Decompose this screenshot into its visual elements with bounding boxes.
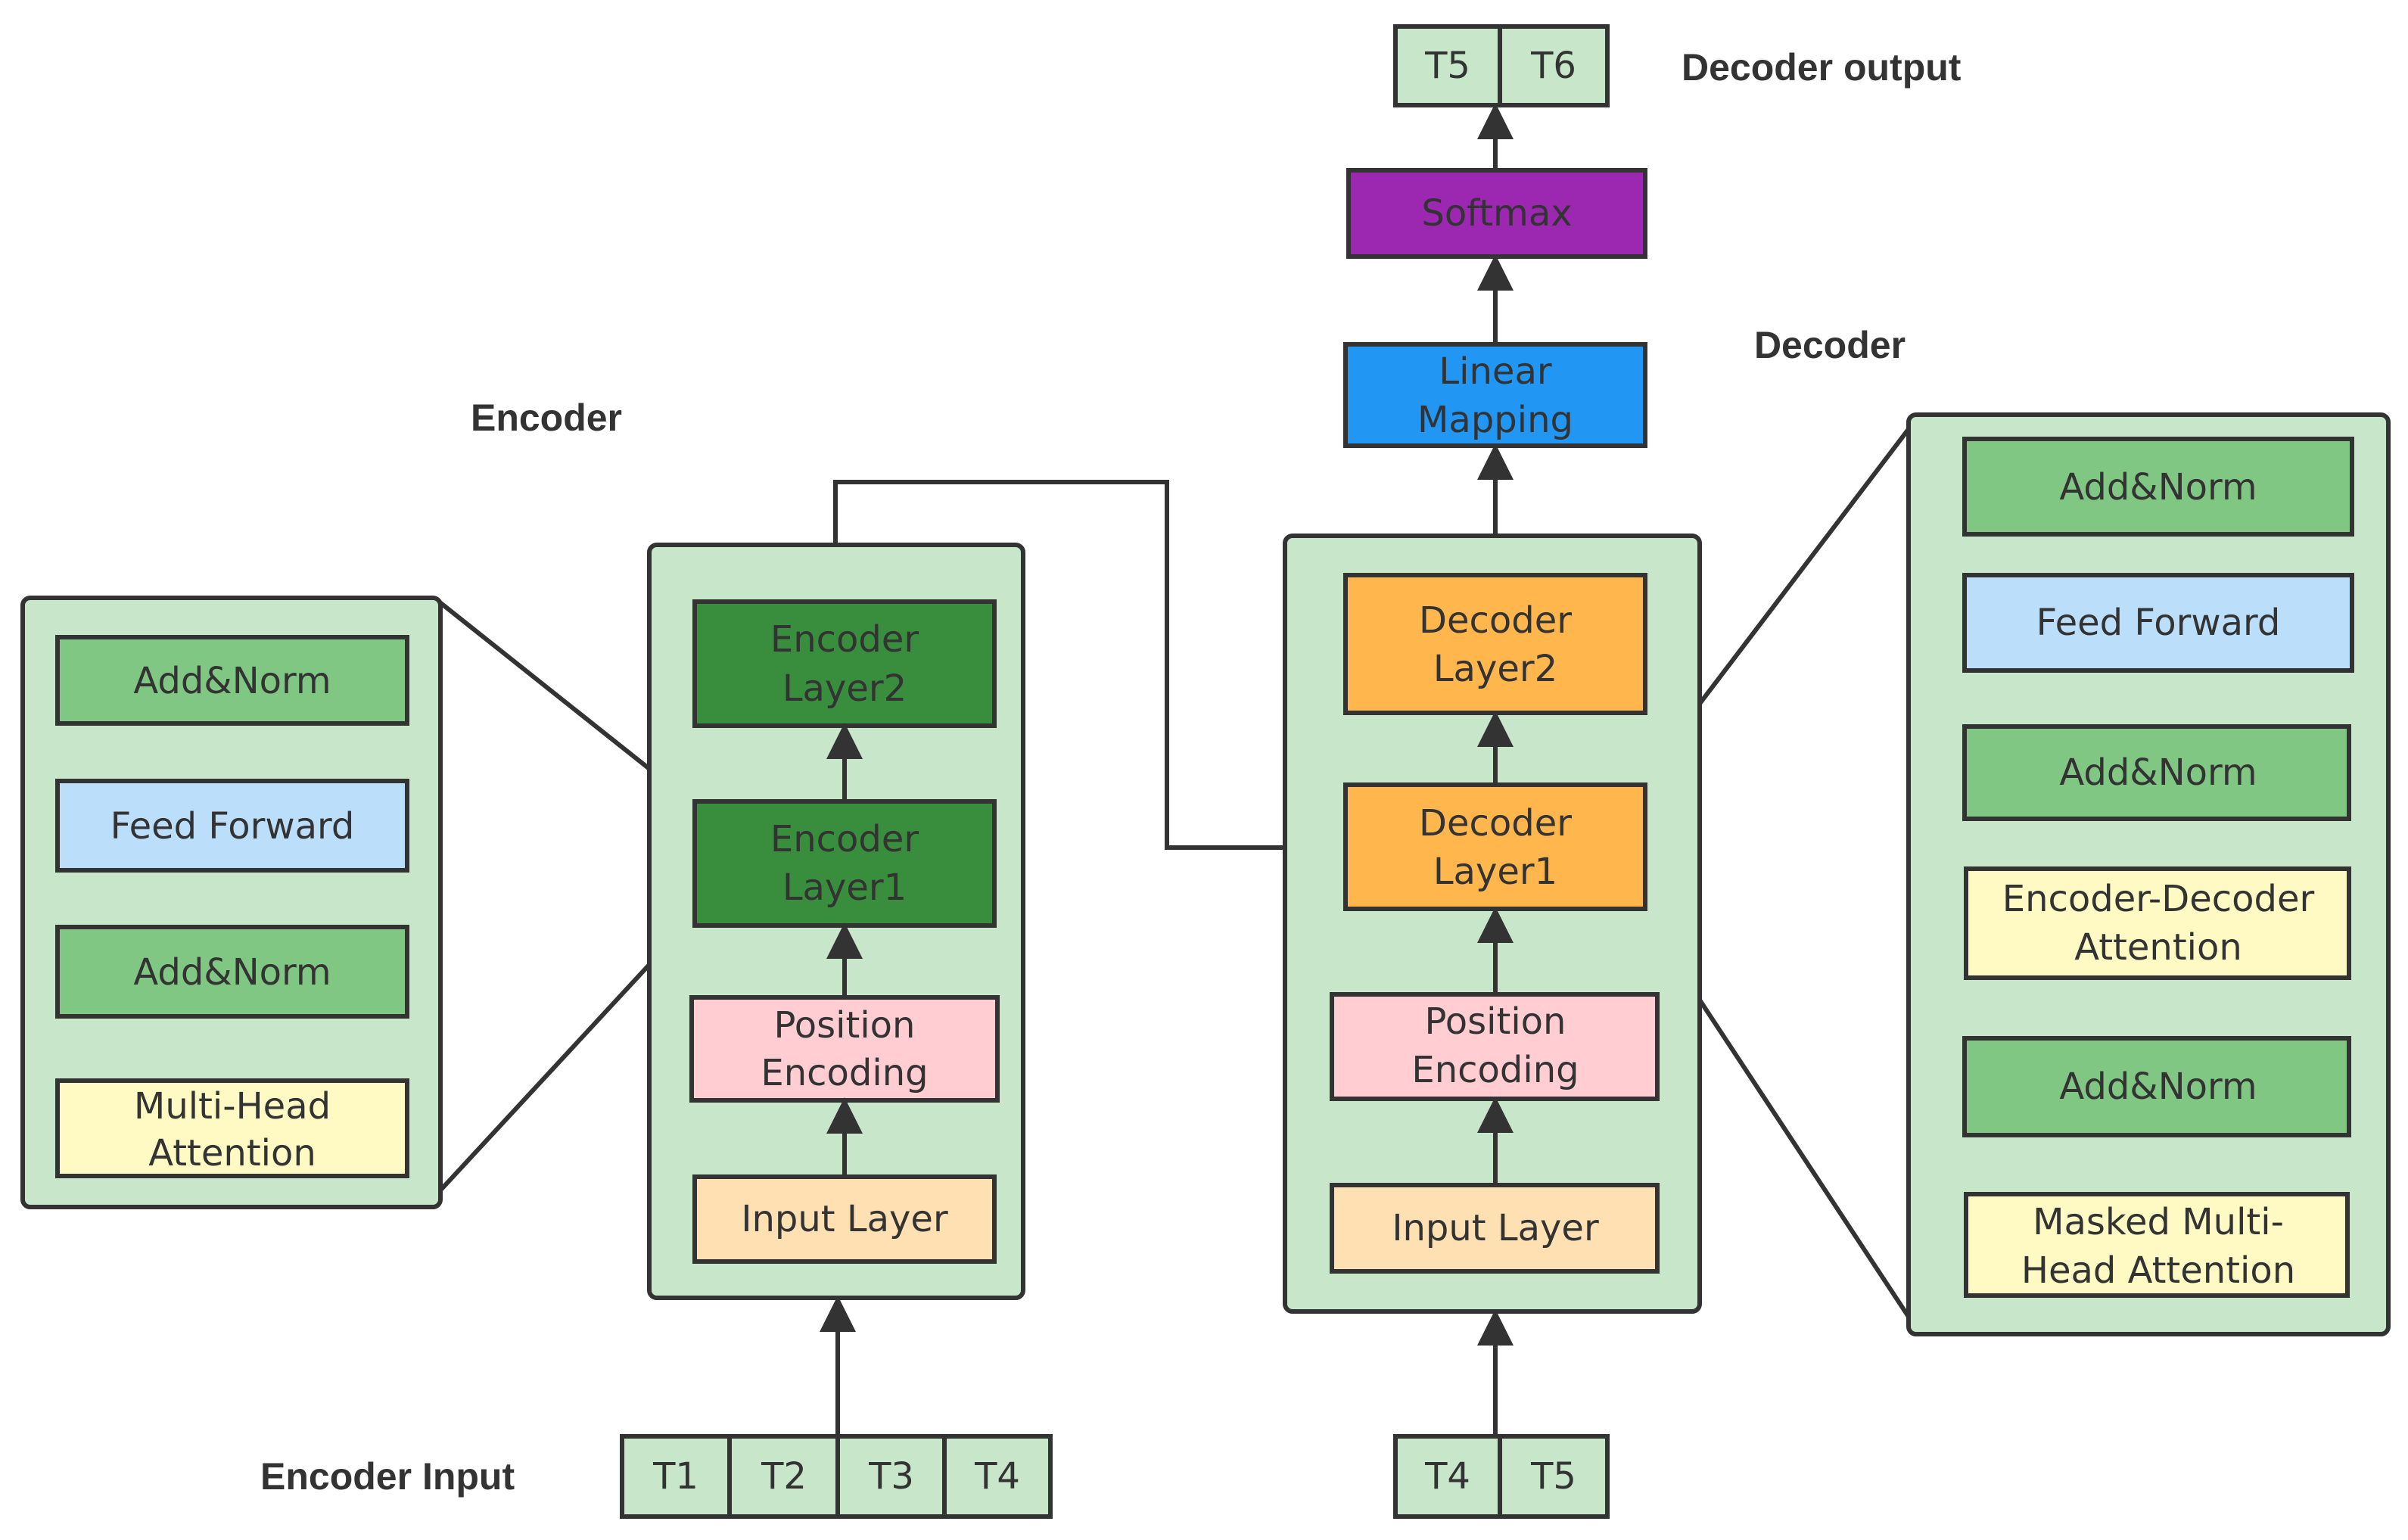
decoder-add-norm-2-label: Add&Norm [2059,751,2257,794]
encoder-input-layer [692,1174,997,1264]
encoder-multi-head-attention-line1: Multi-Head [134,1085,331,1128]
decoder-add-norm-3 [1962,1036,2351,1137]
arrow-encoder-to-decoder [833,480,1350,866]
encoder-input-tokens: T1 T2 T3 T4 [620,1434,1053,1519]
decoder-detail-panel: Add&Norm Feed Forward Add&Norm Encoder-D… [1906,412,2391,1336]
encoder-feed-forward-label: Feed Forward [110,805,355,848]
encoder-layer1-line1: Encoder [770,818,919,860]
decoder-output-label: Decoder output [1682,46,1962,89]
decoder-masked-attention-line2: Head Attention [2021,1249,2295,1292]
softmax [1346,168,1647,259]
encoder-input-label: Encoder Input [260,1455,515,1498]
decoder-output-tokens: T5 T6 [1393,24,1610,107]
decoder-layer1-line1: Decoder [1419,802,1572,845]
encoder-feed-forward [55,779,409,873]
encoder-detail-panel: Add&Norm Feed Forward Add&Norm Multi-Hea… [20,596,443,1209]
encoder-input-layer-label: Input Layer [741,1198,948,1240]
encoder-multi-head-attention [55,1078,409,1178]
encoder-token-t2: T2 [761,1455,807,1498]
encoder-token-t4: T4 [974,1455,1020,1498]
encoder-position-encoding [689,995,1000,1103]
linear-mapping-line2: Mapping [1417,399,1573,441]
decoder-position-encoding-line2: Encoding [1411,1049,1579,1091]
encoder-layer1-line2: Layer1 [782,866,907,909]
decoder-stack: Decoder Layer2 Decoder Layer1 Position E… [1283,534,1702,1314]
encoder-multi-head-attention-line2: Attention [148,1132,316,1174]
encoder-token-t3: T3 [868,1455,914,1498]
linear-mapping [1343,342,1647,448]
decoder-input-token-t5: T5 [1530,1455,1576,1498]
encoder-layer1 [692,799,997,928]
decoder-masked-attention-line1: Masked Multi- [2033,1201,2284,1243]
encoder-token-t1: T1 [652,1455,698,1498]
linear-mapping-line1: Linear [1439,350,1551,393]
decoder-add-norm-1 [1962,437,2354,537]
decoder-enc-dec-attention-line2: Attention [2074,926,2242,969]
decoder-input-tokens: T4 T5 [1393,1434,1610,1519]
encoder-position-encoding-line1: Position [774,1004,916,1047]
decoder-feed-forward [1962,573,2354,673]
encoder-add-norm-bottom-label: Add&Norm [133,951,331,994]
decoder-layer1-line2: Layer1 [1433,851,1557,893]
decoder-label: Decoder [1754,324,1906,366]
encoder-layer2-line2: Layer2 [782,667,907,710]
encoder-position-encoding-line2: Encoding [761,1052,928,1094]
encoder-add-norm-bottom [55,925,409,1019]
encoder-stack: Encoder Layer2 Encoder Layer1 Position E… [647,543,1025,1300]
decoder-enc-dec-attention [1964,866,2351,980]
decoder-input-layer-label: Input Layer [1392,1207,1599,1249]
encoder-add-norm-top-label: Add&Norm [133,660,331,702]
decoder-position-encoding-line1: Position [1425,1000,1566,1043]
encoder-detail-background [20,596,443,1209]
softmax-label: Softmax [1421,192,1572,235]
decoder-layer2-line2: Layer2 [1433,648,1557,690]
decoder-layer2 [1343,573,1647,715]
encoder-layer2-line1: Encoder [770,618,919,661]
decoder-add-norm-3-label: Add&Norm [2059,1066,2257,1108]
encoder-label: Encoder [471,397,622,439]
decoder-enc-dec-attention-line1: Encoder-Decoder [2002,878,2315,920]
decoder-input-token-t4: T4 [1424,1455,1470,1498]
decoder-masked-attention [1964,1192,2350,1298]
decoder-add-norm-1-label: Add&Norm [2059,466,2257,509]
decoder-layer2-line1: Decoder [1419,599,1572,642]
decoder-output-token-t6: T6 [1530,45,1576,87]
encoder-add-norm-top [55,635,409,726]
decoder-add-norm-2 [1962,724,2351,821]
encoder-layer2 [692,599,997,728]
decoder-output-token-t5: T5 [1424,45,1470,87]
decoder-feed-forward-label: Feed Forward [2036,602,2281,644]
